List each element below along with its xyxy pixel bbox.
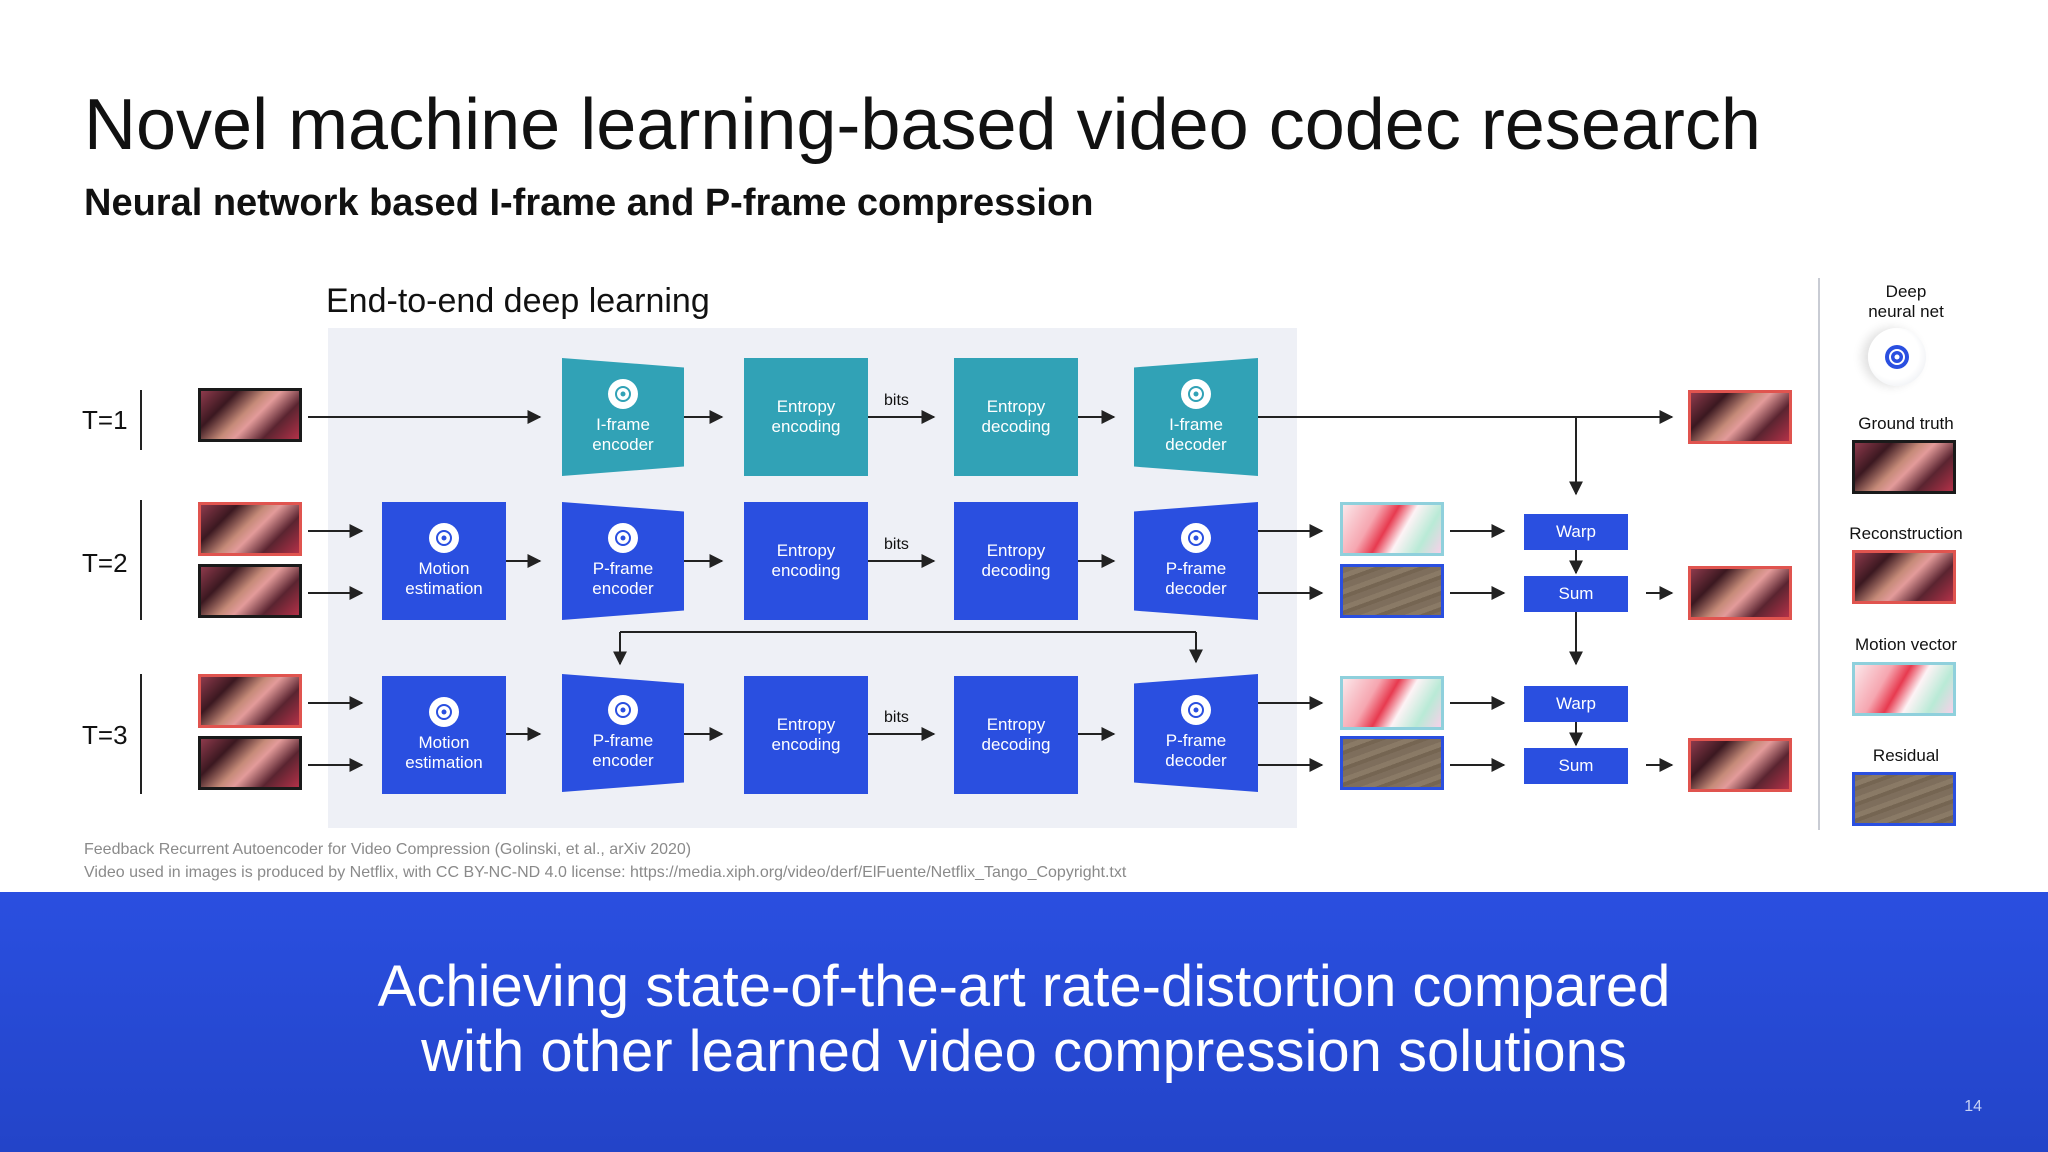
legend-divider [1818,278,1820,830]
block-label: Entropy encoding [771,715,841,754]
reference-frame [198,674,302,728]
block-label: I-frame decoder [1165,415,1227,454]
brain-icon [1181,695,1211,725]
sum-block: Sum [1524,748,1628,784]
entropy-decoding-block: Entropy decoding [954,358,1078,476]
pframe-encoder: P-frame encoder [562,502,684,620]
warp-block: Warp [1524,686,1628,722]
page-subtitle: Neural network based I-frame and P-frame… [84,182,1094,224]
iframe-decoder: I-frame decoder [1134,358,1258,476]
pframe-decoder: P-frame decoder [1134,502,1258,620]
residual-frame [1340,736,1444,790]
block-label: Entropy decoding [981,397,1051,436]
page-title: Novel machine learning-based video codec… [84,85,1761,165]
iframe-encoder: I-frame encoder [562,358,684,476]
brain-icon [1181,379,1211,409]
pframe-decoder: P-frame decoder [1134,674,1258,792]
sum-block: Sum [1524,576,1628,612]
brain-icon [608,695,638,725]
ground-truth-frame [198,736,302,790]
block-label: I-frame encoder [592,415,654,454]
entropy-encoding-block: Entropy encoding [744,502,868,620]
block-label: Entropy decoding [981,715,1051,754]
footnote-citation: Feedback Recurrent Autoencoder for Video… [84,841,692,858]
brain-icon [429,523,459,553]
block-label: P-frame encoder [592,731,654,770]
row-label-t3: T=3 [82,720,128,750]
legend-motion-vector-label: Motion vector [1854,635,1958,654]
legend-reconstruction-label: Reconstruction [1849,524,1963,543]
entropy-decoding-block: Entropy decoding [954,676,1078,794]
ground-truth-frame [198,388,302,442]
block-label: Entropy encoding [771,397,841,436]
pframe-encoder: P-frame encoder [562,674,684,792]
reference-frame [198,502,302,556]
motion-estimation-block: Motion estimation [382,676,506,794]
legend-residual-frame [1852,772,1956,826]
motion-vector-frame [1340,676,1444,730]
entropy-decoding-block: Entropy decoding [954,502,1078,620]
bits-label: bits [884,709,909,726]
block-label: Entropy decoding [981,541,1051,580]
page-number: 14 [1964,1098,1982,1115]
block-label: Entropy encoding [771,541,841,580]
ground-truth-frame [198,564,302,618]
legend-deep-neural-net-label: Deep neural net [1868,282,1944,321]
residual-frame [1340,564,1444,618]
entropy-encoding-block: Entropy encoding [744,676,868,794]
row-label-t2: T=2 [82,548,128,578]
brain-icon [1868,328,1926,386]
brain-icon [1181,523,1211,553]
warp-block: Warp [1524,514,1628,550]
motion-vector-frame [1340,502,1444,556]
block-label: P-frame decoder [1165,559,1227,598]
footnotes: Feedback Recurrent Autoencoder for Video… [84,838,1126,884]
legend-reconstruction-frame [1852,550,1956,604]
row-label-t1: T=1 [82,405,128,435]
entropy-encoding-block: Entropy encoding [744,358,868,476]
brain-icon [608,379,638,409]
legend-residual-label: Residual [1872,746,1940,765]
block-label: Motion estimation [405,733,483,772]
block-label: P-frame decoder [1165,731,1227,770]
row-divider [140,674,142,794]
section-label: End-to-end deep learning [326,282,710,320]
brain-icon [608,523,638,553]
bits-label: bits [884,536,909,553]
reconstruction-frame [1688,738,1792,792]
footnote-license: Video used in images is produced by Netf… [84,864,1127,881]
block-label: Motion estimation [405,559,483,598]
legend-motion-vector-frame [1852,662,1956,716]
bottom-banner: Achieving state-of-the-art rate-distorti… [0,892,2048,1152]
row-divider [140,500,142,620]
legend-ground-truth-frame [1852,440,1956,494]
motion-estimation-block: Motion estimation [382,502,506,620]
bits-label: bits [884,392,909,409]
row-divider [140,390,142,450]
banner-text: Achieving state-of-the-art rate-distorti… [377,954,1671,1084]
brain-icon [429,697,459,727]
legend-ground-truth-label: Ground truth [1858,414,1954,433]
reconstruction-frame [1688,566,1792,620]
reconstruction-frame [1688,390,1792,444]
block-label: P-frame encoder [592,559,654,598]
